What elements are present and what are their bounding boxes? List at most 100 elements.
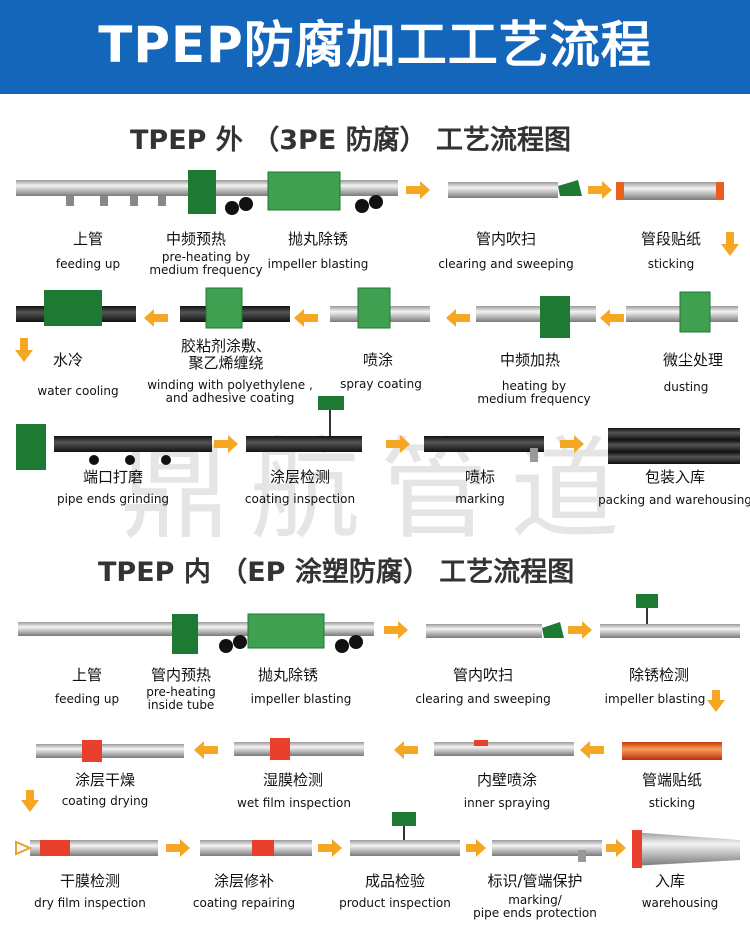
step-label-zh: 抛丸除锈 bbox=[257, 666, 319, 684]
step-dusting-illustration bbox=[626, 291, 738, 333]
arrow-right bbox=[588, 181, 612, 199]
step-label-zh: 干膜检测 bbox=[59, 872, 121, 890]
arrow-left bbox=[580, 741, 604, 759]
step-label-zh: 管内吹扫 bbox=[475, 230, 537, 248]
s2-sweeping-illustration bbox=[426, 622, 564, 638]
arrow-right bbox=[386, 435, 410, 453]
s2-warehousing-illustration bbox=[632, 830, 740, 868]
step-label-zh: 中频预热 bbox=[165, 230, 227, 248]
pipe bbox=[622, 742, 722, 760]
step-label-en: feeding up bbox=[54, 692, 120, 706]
arrow-right bbox=[606, 839, 626, 857]
step-label-en: impeller blasting bbox=[250, 692, 352, 706]
arrow-left bbox=[144, 309, 168, 327]
section1-title: TPEP 外 （3PE 防腐） 工艺流程图 bbox=[130, 125, 572, 156]
step-label-en: impeller blasting bbox=[267, 257, 369, 271]
step-label-zh: 水冷 bbox=[52, 351, 84, 369]
step-label-en: packing and warehousing bbox=[598, 493, 750, 507]
blaster-machine bbox=[267, 171, 341, 211]
inspector bbox=[392, 812, 416, 826]
step-label-zh: 喷涂 bbox=[362, 351, 394, 369]
roller bbox=[369, 195, 383, 209]
step-label-en: pre-heating inside tube bbox=[146, 685, 216, 712]
pipe-support bbox=[100, 196, 108, 206]
s2-dry-film-illustration bbox=[15, 840, 158, 856]
s2-drying-illustration bbox=[36, 740, 184, 762]
heater-machine bbox=[172, 614, 198, 654]
pipe bbox=[618, 182, 722, 200]
step-label-zh: 标识/管端保护 bbox=[487, 872, 583, 890]
step-label-en: clearing and sweeping bbox=[438, 257, 574, 271]
step-sweeping-illustration bbox=[448, 180, 582, 198]
step-label-zh: 上管 bbox=[71, 666, 103, 684]
arrow-down bbox=[21, 790, 39, 812]
step-label-zh: 涂层干燥 bbox=[74, 771, 136, 789]
pipe bbox=[246, 436, 362, 452]
pipe-support bbox=[130, 196, 138, 206]
step-label-en: heating by medium frequency bbox=[477, 379, 591, 406]
pipe bbox=[36, 744, 184, 758]
s2-marking-illustration bbox=[492, 840, 602, 862]
step-label-en: spray coating bbox=[340, 377, 422, 391]
s2-wet-film-illustration bbox=[234, 738, 364, 760]
arrow-left bbox=[194, 741, 218, 759]
step-label-en: dusting bbox=[663, 380, 709, 394]
step-marking-illustration bbox=[424, 436, 544, 462]
grinder-machine bbox=[16, 424, 46, 470]
inspector bbox=[636, 594, 658, 608]
step-heating-illustration bbox=[476, 296, 596, 338]
step-coating-inspection-illustration bbox=[246, 396, 362, 452]
step-packing-illustration bbox=[608, 428, 740, 464]
pipe-support bbox=[66, 196, 74, 206]
inspector bbox=[318, 396, 344, 410]
step-label-zh: 管内预热 bbox=[150, 666, 212, 684]
coated-zone bbox=[270, 738, 290, 760]
pipe bbox=[632, 832, 740, 866]
heater-machine bbox=[188, 170, 216, 214]
arrow-left bbox=[600, 309, 624, 327]
step-label-en: pre-heating by medium frequency bbox=[149, 250, 263, 277]
arrow-right bbox=[166, 839, 190, 857]
pipe bbox=[424, 436, 544, 452]
step-label-en: coating repairing bbox=[192, 896, 296, 910]
step-label-zh: 管内吹扫 bbox=[452, 666, 514, 684]
step-label-zh: 端口打磨 bbox=[82, 468, 144, 486]
step-label-zh: 管端贴纸 bbox=[641, 771, 703, 789]
marker bbox=[530, 448, 538, 462]
step-label-zh: 成品检验 bbox=[364, 872, 426, 890]
spray-machine bbox=[357, 287, 391, 329]
spray-nozzle bbox=[474, 740, 488, 746]
flow-arrows bbox=[15, 181, 739, 857]
pipe bbox=[600, 624, 740, 638]
step-label-zh: 中频加热 bbox=[499, 351, 561, 369]
s2-inner-spraying-illustration bbox=[434, 740, 574, 756]
arrow-down bbox=[721, 232, 739, 256]
step-label-en: marking/ pipe ends protection bbox=[473, 893, 597, 920]
step-label-zh: 微尘处理 bbox=[662, 351, 724, 369]
step-label-zh: 涂层检测 bbox=[269, 468, 331, 486]
roller bbox=[225, 201, 239, 215]
arrow-left bbox=[394, 741, 418, 759]
step-label-en: marking bbox=[455, 492, 505, 506]
step-label-en: inner spraying bbox=[463, 796, 551, 810]
arrow-down bbox=[707, 690, 725, 712]
title-banner: TPEP防腐加工工艺流程 bbox=[0, 0, 750, 94]
step-label-zh: 入库 bbox=[654, 872, 686, 890]
blaster-machine bbox=[247, 613, 325, 649]
heater-machine bbox=[540, 296, 570, 338]
arrow-right bbox=[568, 621, 592, 639]
pipe bbox=[350, 840, 460, 856]
blower bbox=[542, 622, 564, 638]
step-label-zh: 管段贴纸 bbox=[640, 230, 702, 248]
pipe bbox=[54, 436, 212, 452]
step-feeding-up-illustration bbox=[16, 170, 398, 215]
page-title: TPEP防腐加工工艺流程 bbox=[98, 16, 652, 74]
heated-zone bbox=[82, 740, 102, 762]
s2-feeding-illustration bbox=[18, 613, 374, 654]
arrow-right bbox=[406, 181, 430, 199]
winding-machine bbox=[205, 287, 243, 329]
step-label-zh: 内壁喷涂 bbox=[476, 771, 538, 789]
arrow-down bbox=[15, 338, 33, 362]
s2-end-sticking-illustration bbox=[622, 742, 722, 760]
pipe bbox=[448, 182, 558, 198]
